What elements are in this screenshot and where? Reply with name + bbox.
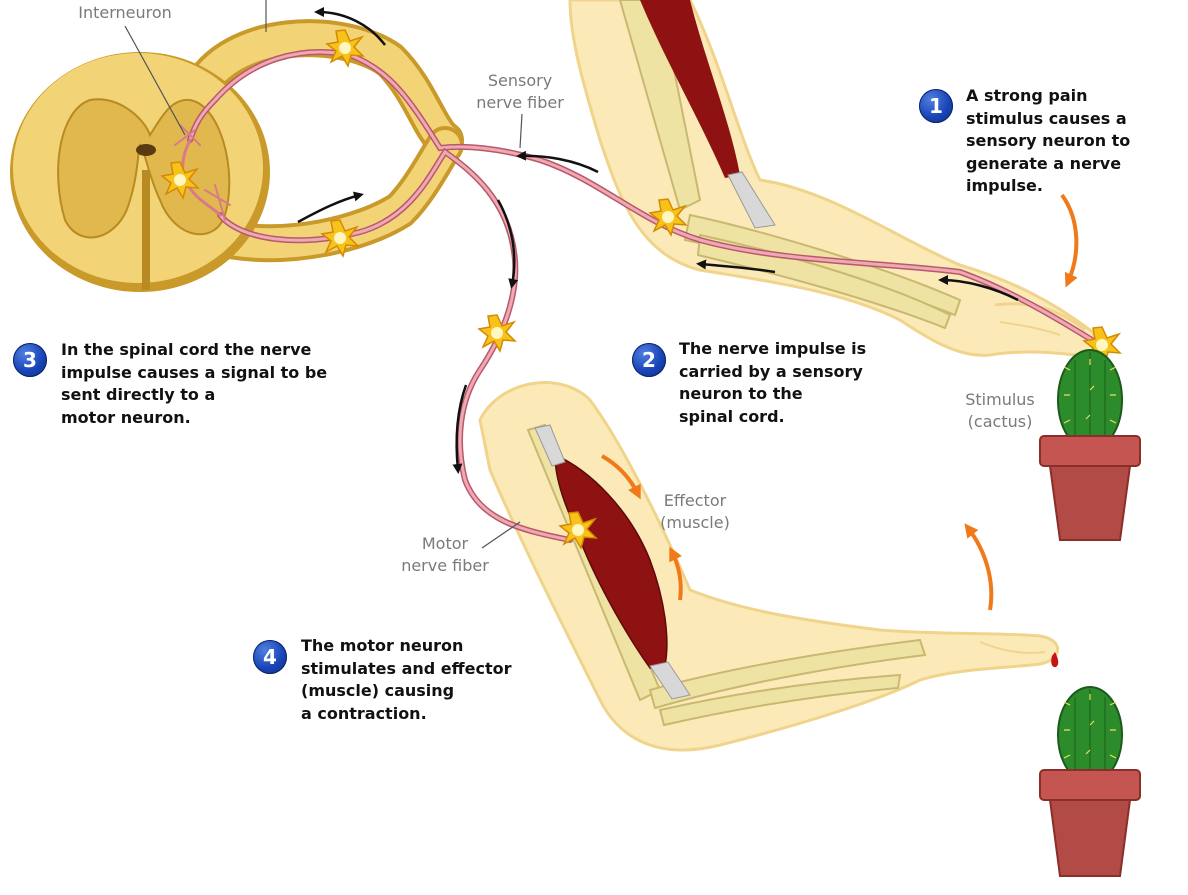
- sensory-fiber-label-line: nerve fiber: [476, 93, 564, 112]
- step-3-line: motor neuron.: [61, 407, 191, 427]
- step-2-line: spinal cord.: [679, 406, 785, 426]
- cactus-bottom: [1039, 686, 1141, 877]
- motor-fiber-label: Motor nerve fiber: [385, 533, 505, 577]
- sensory-fiber-label: Sensory nerve fiber: [455, 70, 585, 114]
- direction-arrows: [297, 7, 1019, 474]
- step-3-line: sent directly to a: [61, 385, 216, 404]
- leader-lines: [124, 0, 523, 549]
- effector-label-line: (muscle): [660, 513, 730, 532]
- step-2-text: The nerve impulse is carried by a sensor…: [679, 338, 866, 428]
- step-4-line: (muscle) causing: [301, 681, 455, 700]
- step-2-line: neuron to the: [679, 384, 803, 403]
- step-4-line: stimulates and effector: [301, 658, 512, 678]
- motor-fiber-label-line: nerve fiber: [401, 556, 489, 575]
- step-1-line: generate a nerve: [966, 153, 1122, 173]
- impulse-spark: [478, 314, 516, 352]
- cactus-top: [1039, 349, 1141, 541]
- lower-arm: [478, 381, 1060, 752]
- spinal-cord: [10, 19, 464, 292]
- step-1-text: A strong pain stimulus causes a sensory …: [966, 85, 1130, 198]
- step-4-badge: 4: [253, 640, 287, 674]
- orange-arrows: [601, 193, 1079, 611]
- step-3-line: impulse causes a signal to be: [61, 362, 328, 382]
- step-4-line: a contraction.: [301, 703, 427, 723]
- step-2-line: The nerve impulse is: [679, 339, 867, 358]
- step-1-line: A strong pain: [966, 86, 1088, 105]
- sensory-fiber-label-line: Sensory: [487, 71, 553, 90]
- step-1-line: impulse.: [966, 176, 1043, 195]
- step-1-line: stimulus causes a: [966, 108, 1127, 128]
- step-2-badge: 2: [632, 343, 666, 377]
- stimulus-label-line: Stimulus: [965, 390, 1035, 409]
- effector-label-line: Effector: [663, 491, 727, 510]
- step-4-line: The motor neuron: [301, 636, 464, 655]
- stimulus-label: Stimulus (cactus): [945, 389, 1055, 433]
- motor-fiber-label-line: Motor: [421, 534, 469, 553]
- blood-drop: [1051, 652, 1059, 668]
- upper-muscle: [640, 0, 740, 178]
- step-1-line: sensory neuron to: [966, 131, 1131, 150]
- step-2-line: carried by a sensory: [679, 361, 863, 381]
- interneuron-label: Interneuron: [55, 2, 195, 24]
- step-3-text: In the spinal cord the nerve impulse cau…: [61, 339, 327, 429]
- effector-label: Effector (muscle): [640, 490, 750, 534]
- step-3-badge: 3: [13, 343, 47, 377]
- step-3-line: In the spinal cord the nerve: [61, 340, 312, 359]
- step-4-text: The motor neuron stimulates and effector…: [301, 635, 511, 725]
- grey-matter: [57, 98, 231, 239]
- interneuron-label-text: Interneuron: [78, 3, 172, 22]
- stimulus-label-line: (cactus): [967, 412, 1033, 431]
- step-1-badge: 1: [919, 89, 953, 123]
